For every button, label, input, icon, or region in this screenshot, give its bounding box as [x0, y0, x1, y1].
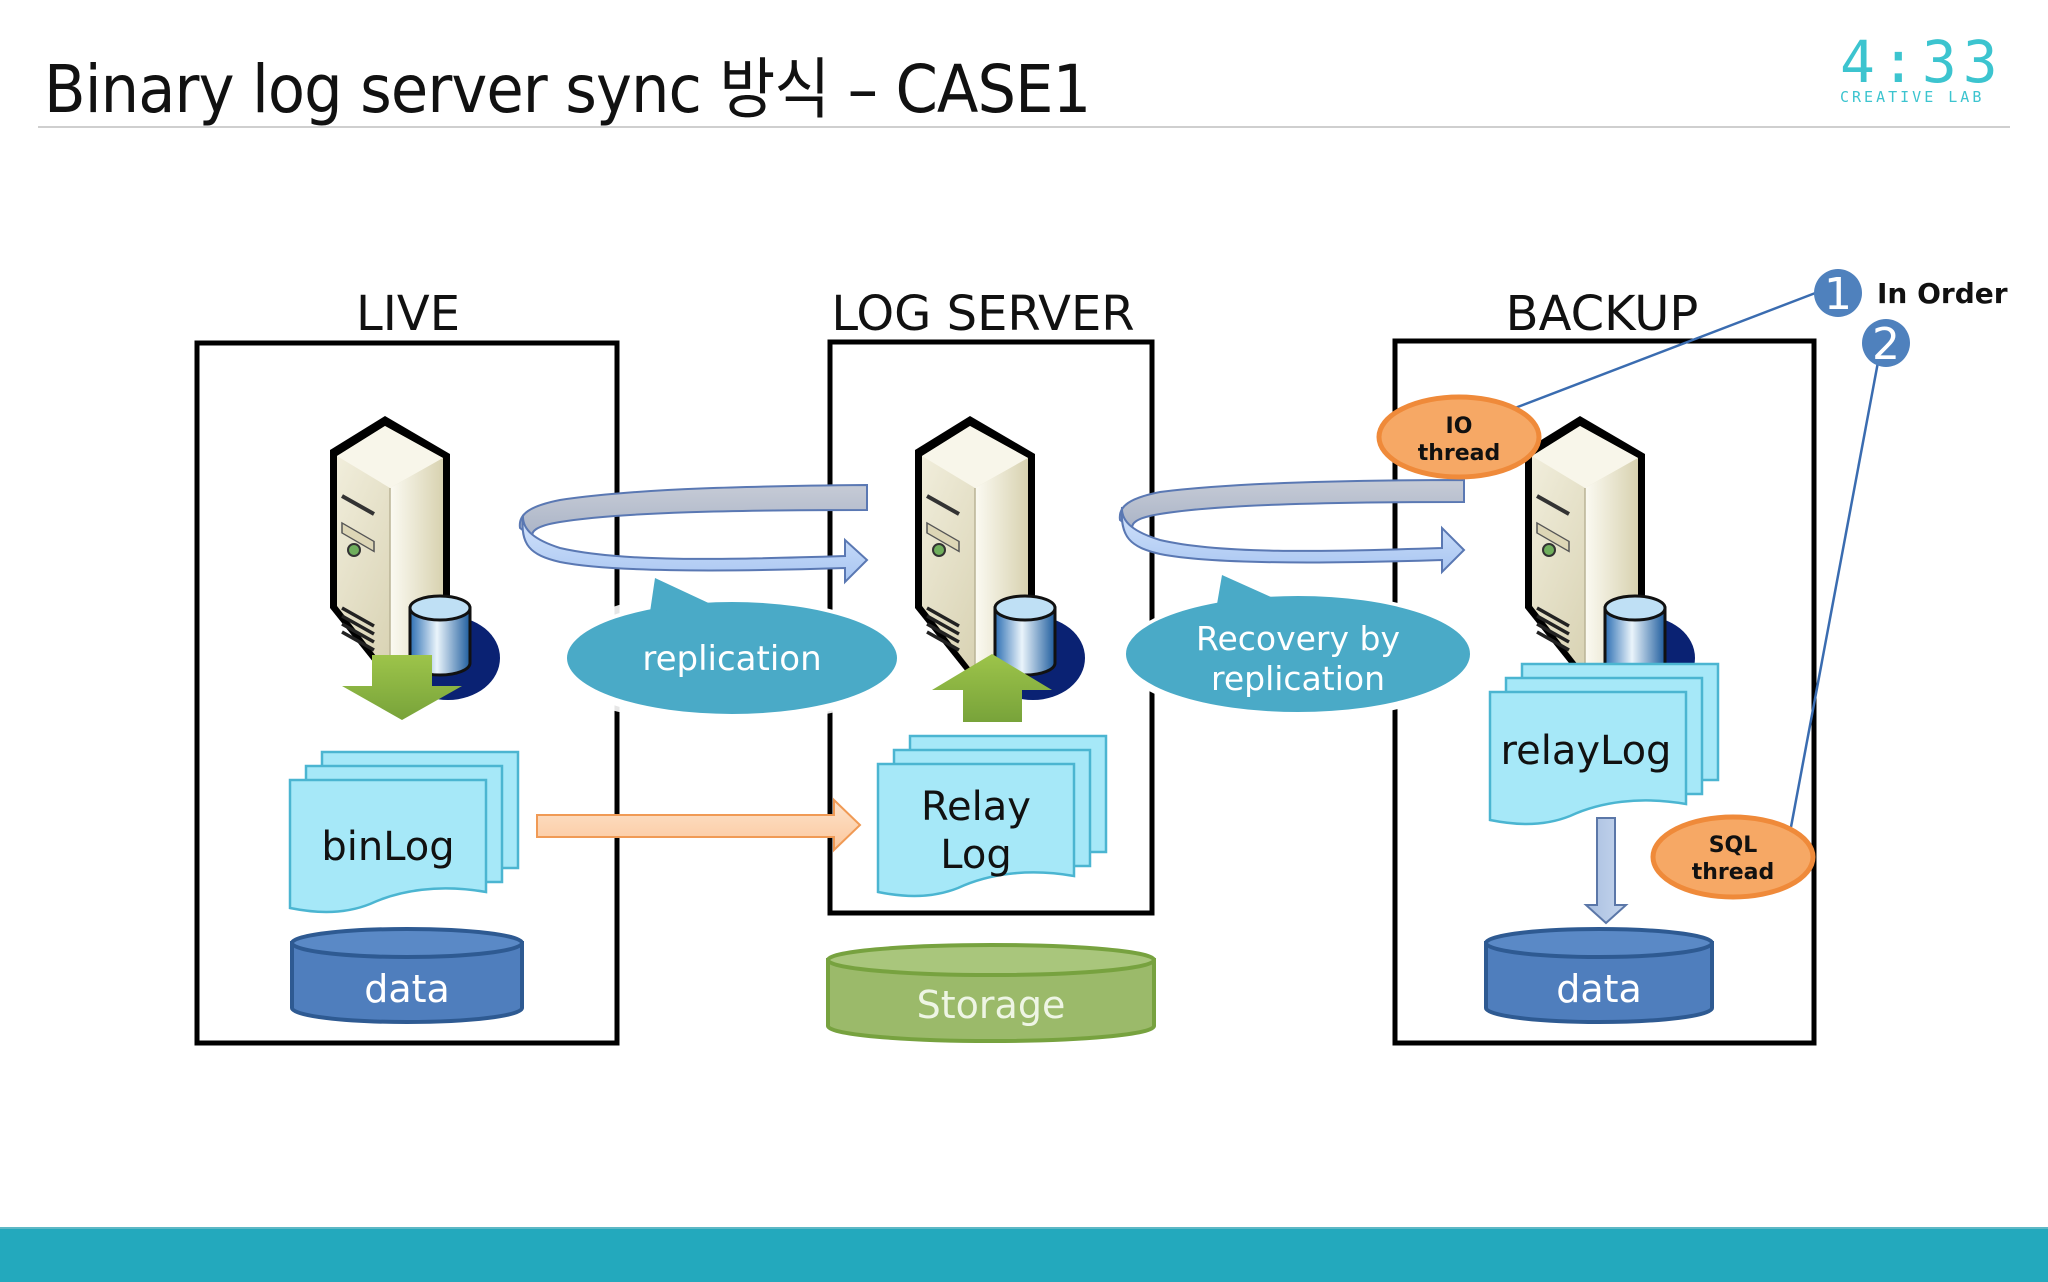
replication-ribbon-arrow: [518, 483, 869, 585]
recovery-callout: Recovery by replication: [1120, 575, 1476, 720]
footer-accent-bar: [0, 1227, 2048, 1282]
io-thread-label-line2: thread: [1418, 441, 1501, 466]
storage-label: Storage: [917, 983, 1066, 1027]
apply-up-arrow: [932, 654, 1052, 722]
order-step-1-label: 1: [1824, 269, 1852, 320]
backup-data-label: data: [1556, 967, 1642, 1011]
logo-subtitle: CREATIVE LAB: [1840, 88, 1985, 106]
binlog-label: binLog: [321, 824, 454, 870]
backup-relaylog-label: relayLog: [1501, 728, 1672, 774]
recovery-ribbon-arrow: [1118, 478, 1466, 575]
write-down-arrow: [342, 655, 462, 720]
recovery-label-line1: Recovery by: [1196, 619, 1400, 658]
relay-log-label-line2: Log: [940, 832, 1011, 878]
sql-order-connector: [1789, 361, 1880, 828]
io-thread-label-line1: IO: [1446, 414, 1473, 439]
sql-thread-label-line2: thread: [1692, 860, 1775, 885]
order-legend-label: In Order: [1877, 277, 2008, 310]
backup-server-icon: [1523, 414, 1697, 702]
backup-data-cylinder: data: [1484, 927, 1714, 1024]
sql-thread-label-line1: SQL: [1709, 833, 1758, 858]
order-step-2-label: 2: [1872, 319, 1900, 370]
live-data-label: data: [364, 967, 450, 1011]
title-divider: [38, 126, 2010, 128]
logo-digits: 4:33: [1840, 28, 2004, 96]
order-step-2-badge: 2: [1862, 319, 1910, 370]
sql-thread-badge: SQL thread: [1650, 814, 1816, 900]
recovery-label-line2: replication: [1211, 659, 1385, 698]
replication-label: replication: [642, 639, 821, 679]
slide-title: Binary log server sync 방식 – CASE1: [44, 51, 1091, 128]
replication-callout: replication: [554, 575, 904, 723]
order-step-1-badge: 1: [1814, 269, 1862, 320]
apply-down-arrow: [1583, 817, 1629, 925]
log-server-icon: [913, 414, 1087, 702]
node-label-backup: BACKUP: [1506, 286, 1699, 342]
relay-log-label-line1: Relay: [921, 784, 1031, 830]
live-data-cylinder: data: [290, 927, 524, 1024]
io-order-connector: [1514, 290, 1819, 410]
node-label-log-server: LOG SERVER: [831, 286, 1134, 342]
io-thread-badge: IO thread: [1376, 394, 1542, 480]
node-label-live: LIVE: [356, 286, 460, 342]
storage-cylinder: Storage: [826, 943, 1156, 1043]
binlog-transfer-arrow: [536, 797, 862, 853]
brand-logo: 4:33 CREATIVE LAB: [1836, 28, 1998, 110]
